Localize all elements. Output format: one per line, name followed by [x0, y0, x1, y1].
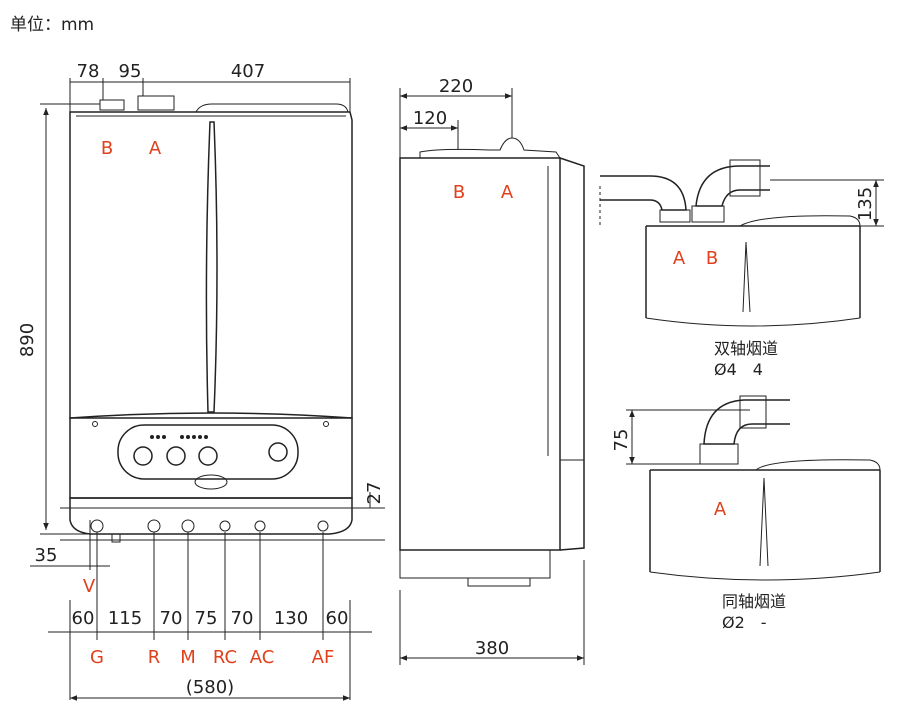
knob-1 — [133, 446, 153, 466]
dim-130: 130 — [274, 608, 308, 629]
side-label-a: A — [501, 182, 514, 203]
coaxial-flue-detail — [626, 395, 881, 581]
front-dimension-lines — [30, 78, 385, 701]
twin-ridge — [742, 241, 751, 313]
flue-stub-b — [99, 99, 125, 111]
twin-pipe-b — [695, 165, 770, 207]
top-cover — [195, 103, 349, 113]
screw-left — [92, 421, 98, 427]
control-panel — [117, 424, 299, 480]
twin-flue-detail — [599, 159, 884, 327]
twin-flue-caption: 双轴烟道 — [714, 339, 778, 358]
dim-60-left: 60 — [72, 608, 95, 629]
front-label-a: A — [149, 138, 162, 159]
knob-3 — [198, 446, 218, 466]
twin-label-a: A — [673, 248, 686, 269]
dim-380: 380 — [475, 638, 509, 659]
twin-flue-diameter: Ø4 4 — [714, 360, 763, 379]
conn-label-af: AF — [312, 647, 335, 668]
knob-2 — [166, 446, 186, 466]
twin-collar-b — [691, 205, 725, 223]
dim-120: 120 — [413, 108, 447, 129]
dim-95: 95 — [119, 61, 142, 82]
side-bottom-fittings — [467, 578, 531, 587]
dim-total-width: (580) — [186, 677, 234, 698]
dim-78: 78 — [77, 61, 100, 82]
dim-75-coax: 75 — [611, 429, 632, 452]
bottom-tray — [69, 497, 353, 535]
conn-label-r: R — [148, 647, 161, 668]
side-bottom — [399, 549, 551, 579]
side-casing — [399, 157, 561, 551]
dim-407: 407 — [231, 61, 265, 82]
unit-label: 单位：mm — [10, 15, 95, 35]
front-label-b: B — [101, 138, 113, 159]
conn-label-rc: RC — [213, 647, 237, 668]
dim-60-right: 60 — [326, 608, 349, 629]
dim-75: 75 — [195, 608, 218, 629]
coax-label-a: A — [714, 499, 727, 520]
coax-flue-diameter: Ø2 - — [722, 613, 767, 632]
dim-27: 27 — [364, 482, 385, 505]
twin-pipe-ring — [729, 159, 761, 197]
coax-collar — [699, 443, 739, 465]
side-back-plate — [559, 157, 585, 551]
side-view — [399, 137, 585, 587]
dim-70-a: 70 — [160, 608, 183, 629]
side-flue-top — [419, 137, 561, 159]
coax-ridge — [759, 477, 769, 567]
valve-v — [111, 533, 121, 543]
conn-label-m: M — [180, 647, 196, 668]
conn-label-ac: AC — [250, 647, 275, 668]
dim-35: 35 — [35, 545, 58, 566]
indicator-leds — [150, 435, 208, 439]
label-v: V — [83, 576, 96, 597]
screw-right — [323, 421, 329, 427]
coax-top-cover — [755, 459, 881, 471]
twin-collar-a — [659, 209, 691, 223]
dim-135: 135 — [855, 187, 876, 221]
twin-pipe-a — [600, 175, 687, 211]
side-label-b: B — [453, 182, 465, 203]
side-dimension-lines — [399, 88, 585, 665]
brand-badge — [194, 474, 228, 490]
coax-pipe — [703, 399, 790, 445]
flue-stub-a — [137, 95, 175, 111]
coax-pipe-ring — [739, 395, 767, 429]
front-view — [69, 95, 353, 543]
pressure-gauge — [268, 442, 288, 462]
twin-top-cover — [739, 215, 861, 227]
conn-label-g: G — [90, 647, 104, 668]
dim-890: 890 — [17, 323, 38, 357]
dim-115: 115 — [108, 608, 142, 629]
coax-flue-caption: 同轴烟道 — [722, 592, 786, 611]
front-ridge — [205, 121, 218, 413]
control-panel-area — [69, 412, 353, 499]
connection-fittings — [90, 519, 329, 533]
dim-70-b: 70 — [231, 608, 254, 629]
dim-220: 220 — [439, 76, 473, 97]
twin-label-b: B — [706, 248, 718, 269]
